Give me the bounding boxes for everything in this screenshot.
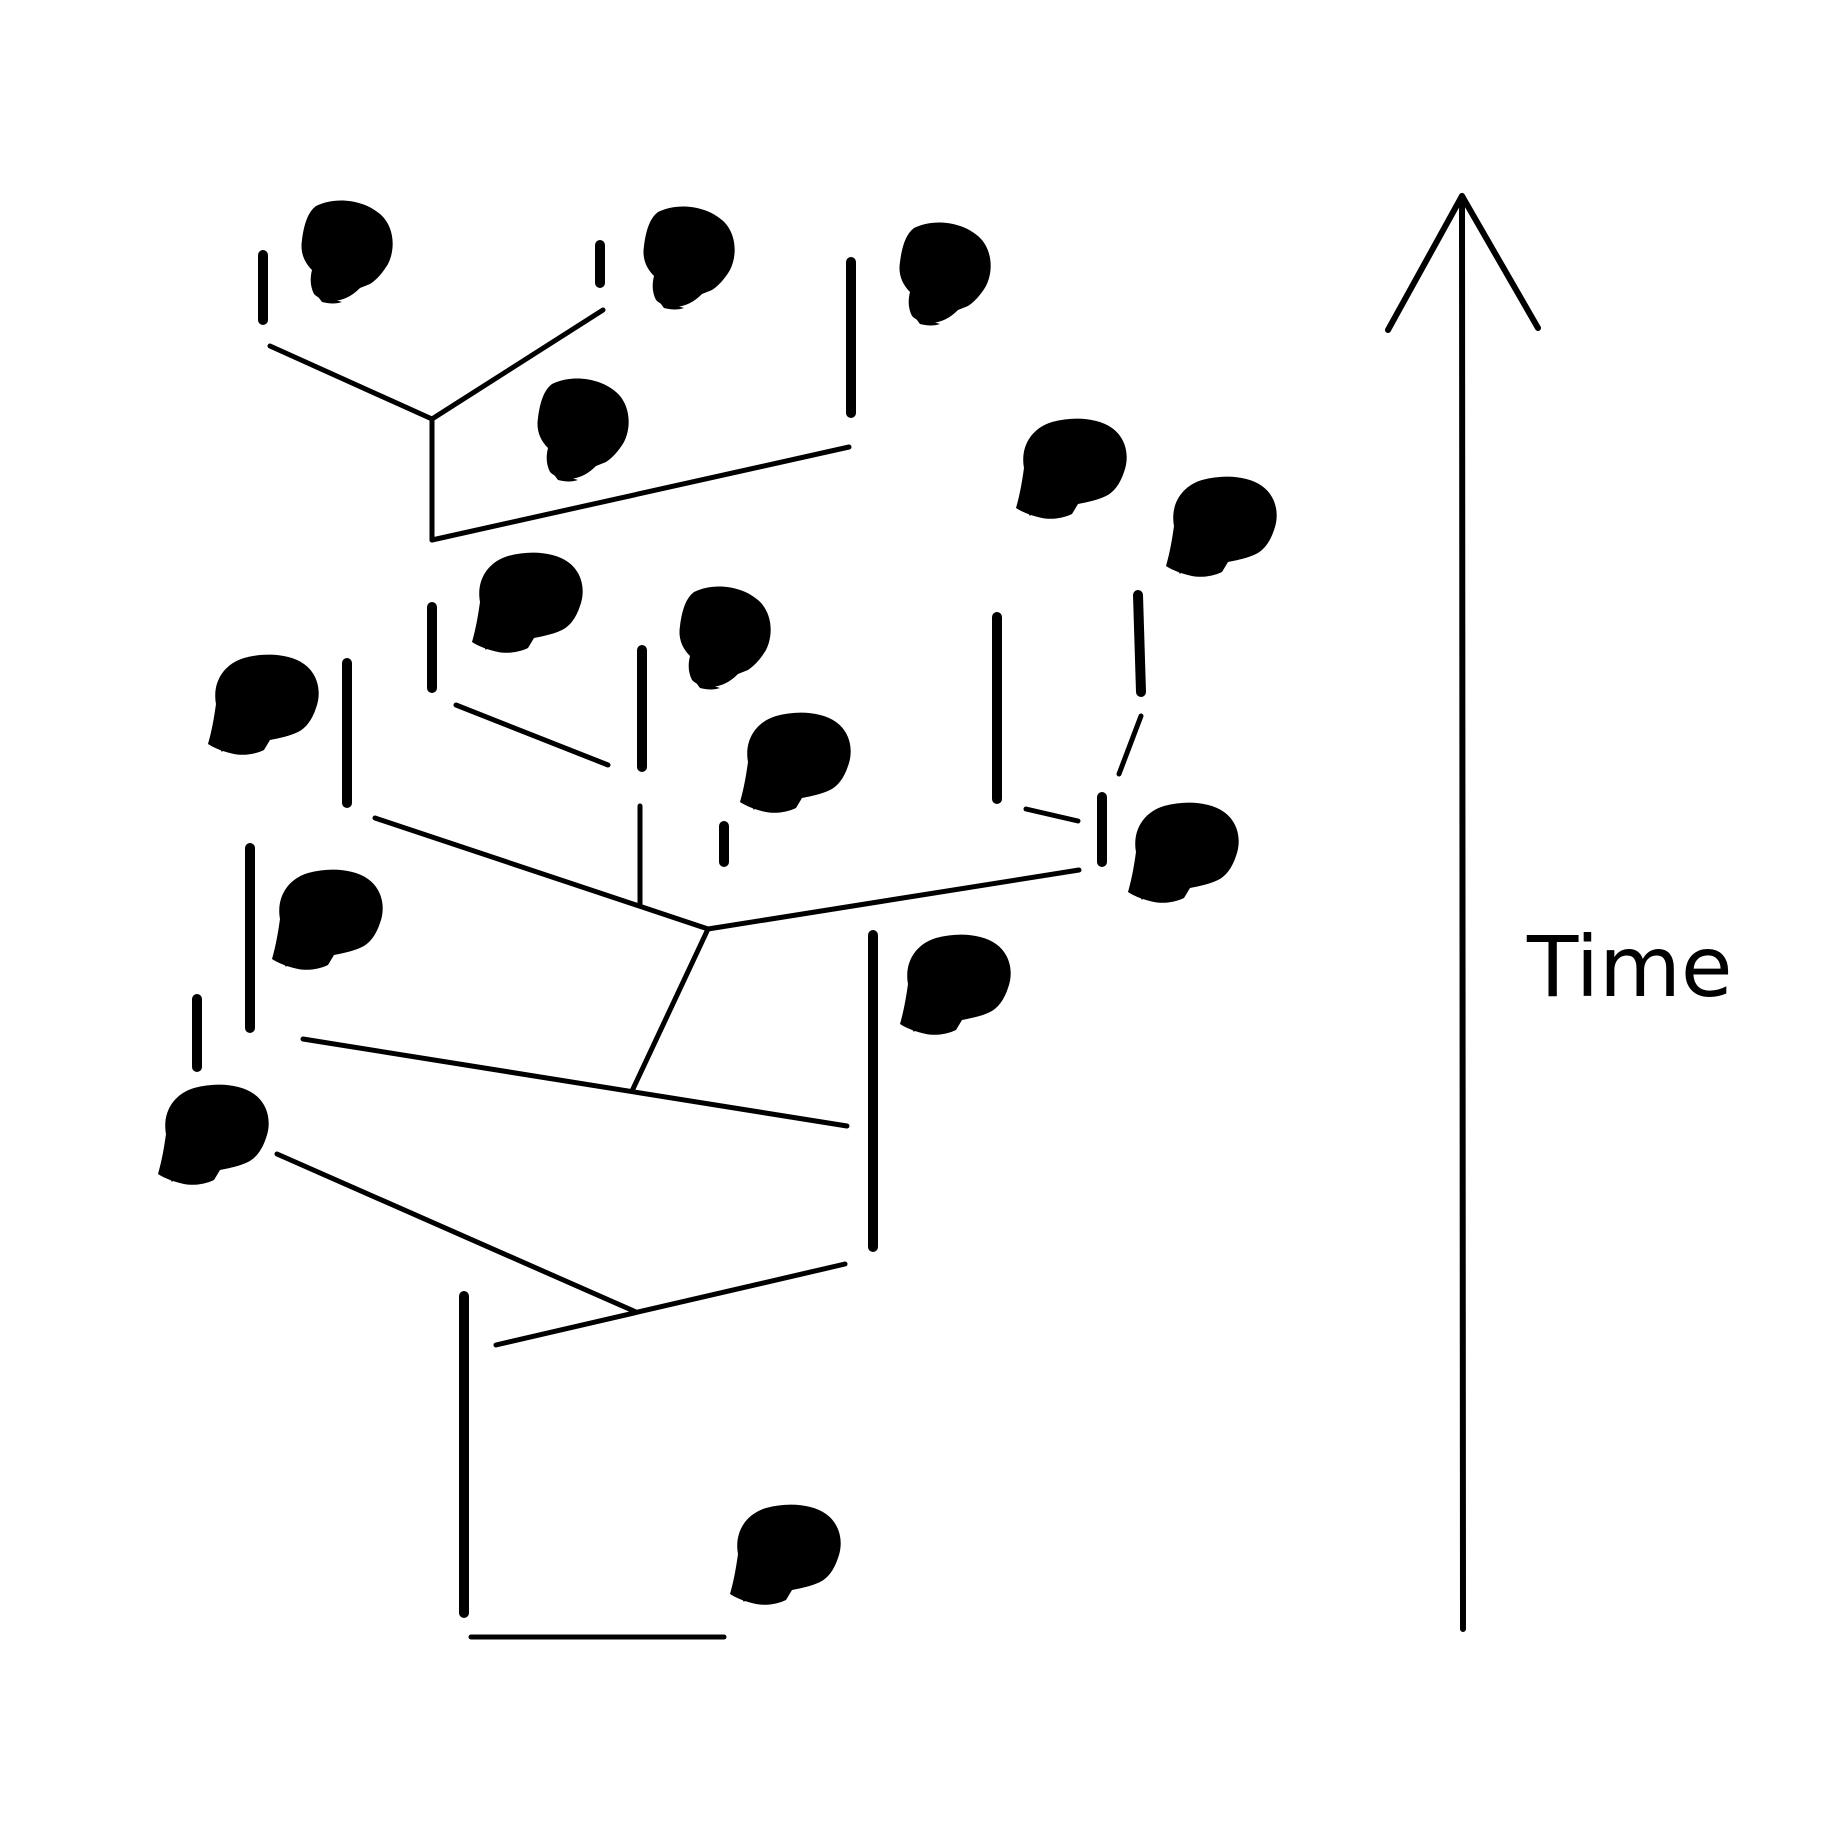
hominin-skull-icon	[1166, 476, 1277, 577]
lineage-far-right	[1133, 590, 1146, 697]
branch-right-dashed	[1116, 713, 1144, 777]
hominin-skull-icon	[208, 654, 319, 755]
hominin-skull-icon	[1128, 802, 1239, 903]
branch-upper-diagonal	[453, 702, 611, 768]
branch-fork-c-left	[300, 1036, 850, 1129]
time-axis: Time	[1385, 193, 1733, 1632]
hominin-skull-icon	[1016, 418, 1127, 519]
hominin-skull-icon	[730, 1504, 841, 1605]
branch-fork-d-right	[705, 867, 1082, 932]
hominin-skull-icon	[900, 934, 1011, 1035]
branch-fork-b-left	[493, 1261, 848, 1348]
branch-top-right	[429, 307, 606, 422]
hominin-skull-icon	[643, 206, 735, 310]
branch-fork-d-left	[372, 815, 711, 932]
branch-right-short	[1023, 806, 1081, 824]
hominin-skull-icon	[301, 200, 393, 304]
branch-fork-b-up-left	[274, 1151, 639, 1315]
hominin-skull-icon	[158, 1084, 269, 1185]
hominin-skull-icon	[679, 586, 771, 690]
hominin-skull-icon	[472, 552, 583, 653]
hominin-skull-icon	[740, 712, 851, 813]
time-axis-line	[1459, 193, 1466, 1632]
hominin-skull-icon	[899, 222, 991, 326]
tree-lineages	[192, 240, 1146, 1618]
hominin-skull-icon	[272, 869, 383, 970]
time-axis-arrowhead	[1385, 193, 1541, 333]
hominin-skull-icon	[537, 378, 629, 482]
branch-fork-d-stem	[629, 926, 711, 1094]
time-axis-label: Time	[1526, 918, 1733, 1016]
tree-branches	[267, 307, 1144, 1640]
branch-upper-right	[429, 444, 852, 543]
branch-top-left	[267, 343, 435, 422]
skull-icons	[158, 200, 1277, 1605]
